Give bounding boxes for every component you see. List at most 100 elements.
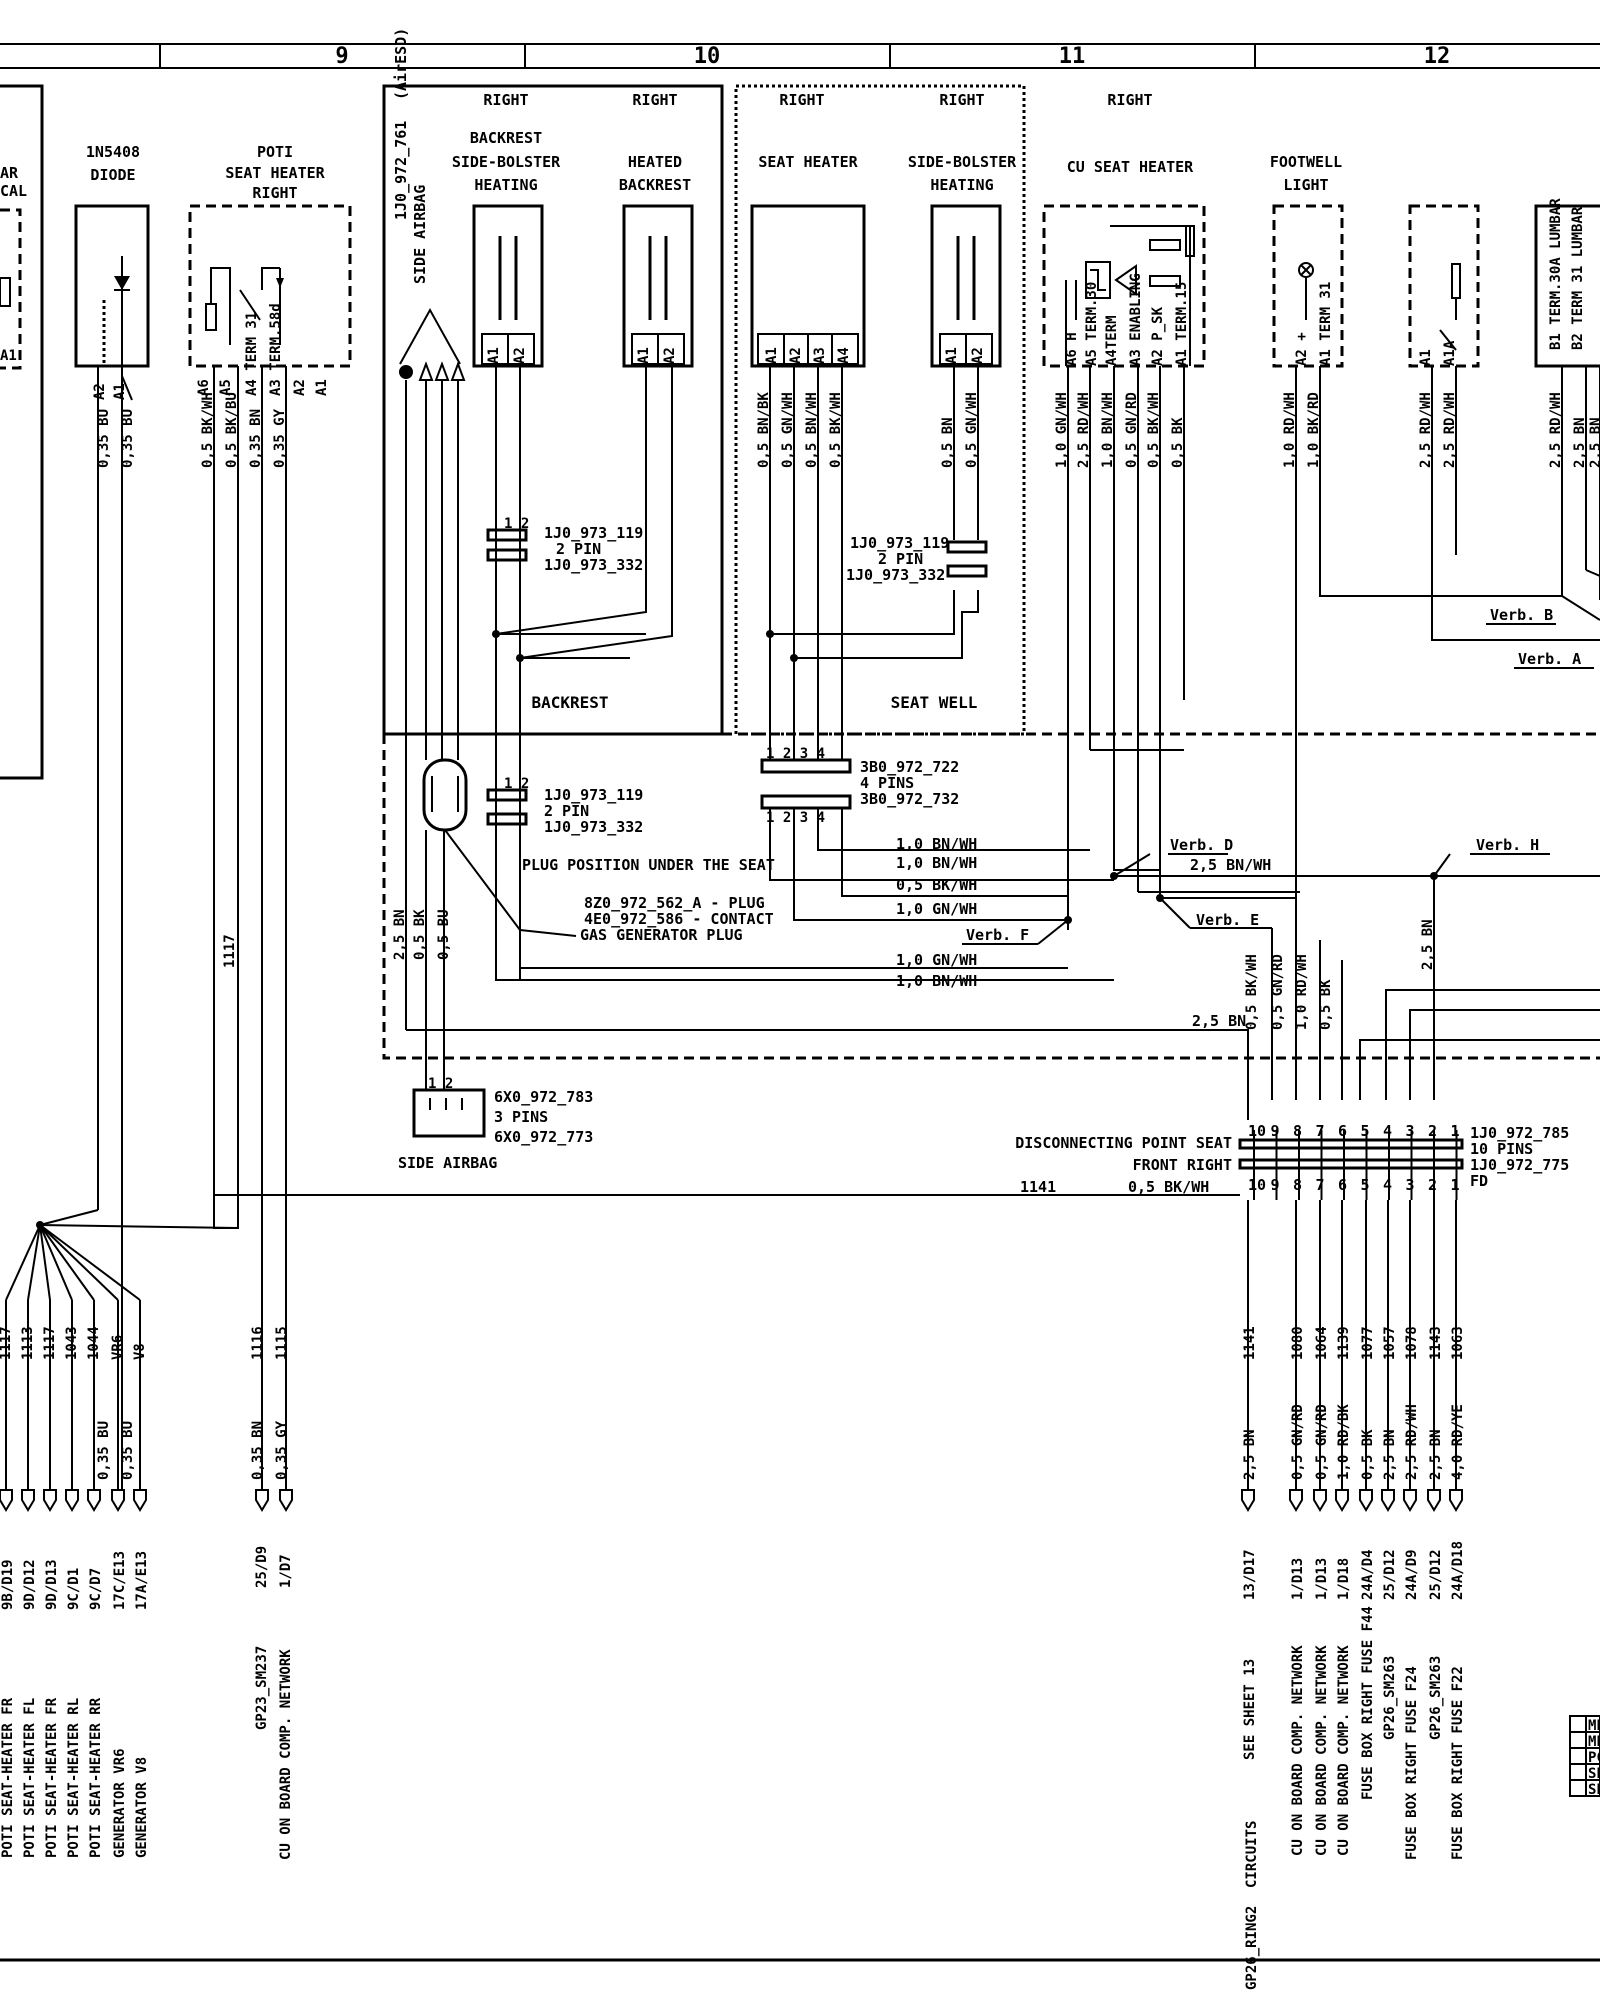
svg-text:1141: 1141 [1020,1178,1056,1196]
svg-text:0,5 BK/WH: 0,5 BK/WH [828,392,844,468]
sheet-reference: 9D/D12 [22,1559,38,1610]
svg-text:1J0_972_761: 1J0_972_761 [392,121,410,220]
terminal-arrow [1335,1489,1349,1512]
svg-text:2,5 RD/WH: 2,5 RD/WH [1418,392,1434,468]
terminal-arrow [1403,1489,1417,1512]
svg-text:FRONT RIGHT: FRONT RIGHT [1133,1156,1232,1174]
svg-text:A3: A3 [812,347,828,364]
verb-h: Verb. H [1476,836,1539,854]
svg-text:6X0_972_773: 6X0_972_773 [494,1128,593,1146]
connector-seat-c4: 1 2 3 4 1 2 3 4 3B0_972_722 4 PINS 3B0_9… [760,746,959,826]
svg-text:0,35 BU: 0,35 BU [120,409,136,468]
wire-number: 1117 [0,1326,14,1360]
terminal-arrow [1381,1489,1395,1512]
svg-text:4E0_972_586 - CONTACT: 4E0_972_586 - CONTACT [584,910,774,928]
svg-text:GAS GENERATOR PLUG: GAS GENERATOR PLUG [580,926,743,944]
terminal-arrow [21,1489,35,1512]
pin-number: 4 [1383,1176,1392,1194]
svg-text:3 PINS: 3 PINS [494,1108,548,1126]
column-label: 10 [694,44,721,69]
svg-text:2,5 RD/WH: 2,5 RD/WH [1442,392,1458,468]
destination-label: POTI SEAT-HEATER FL [22,1698,38,1858]
destination-label: GENERATOR VR6 [112,1748,128,1858]
svg-text:A1: A1 [944,347,960,364]
verb-d: Verb. D [1170,836,1233,854]
svg-text:A1A: A1A [1442,340,1458,366]
wire-spec: 4,0 RD/YE [1450,1404,1466,1480]
destination-label: FUSE BOX RIGHT FUSE F44 [1360,1606,1376,1800]
wire-spec: 0,5 BK [1360,1429,1376,1480]
svg-text:1,0 BN/WH: 1,0 BN/WH [896,835,977,853]
wire-number: 1063 [1450,1326,1466,1360]
terminal-arrow [1359,1489,1373,1512]
sheet-reference: 24A/D4 [1360,1549,1376,1600]
destination-label: POTI SEAT-HEATER RR [88,1697,104,1858]
destination-label: GENERATOR V8 [134,1757,150,1858]
pin-number: 6 [1338,1122,1347,1140]
backrest-label: BACKREST [531,693,608,712]
pin-number: 5 [1361,1122,1370,1140]
seat-well-region: SEAT WELL [734,84,1026,736]
svg-text:2 PIN: 2 PIN [878,550,923,568]
svg-text:2,5 BN: 2,5 BN [392,909,408,960]
svg-text:A3 ENABLING: A3 ENABLING [1128,273,1144,366]
sheet-reference: 17C/E13 [112,1551,128,1610]
svg-text:2,5 BN: 2,5 BN [1572,417,1588,468]
destination-label: CU ON BOARD COMP. NETWORK [278,1649,294,1860]
column-label: 12 [1424,44,1451,69]
svg-text:1 2: 1 2 [428,1076,453,1092]
footwell-light: FOOTWELL LIGHT A2 + A1 TERM 31 1,0 RD/WH… [1270,153,1344,1100]
bundle-left [5,1209,239,1301]
svg-text:A1 TERM.15: A1 TERM.15 [1174,282,1190,366]
terminal-arrow [65,1489,79,1512]
svg-text:0,35 BU: 0,35 BU [96,409,112,468]
svg-text:1,0 BN/WH: 1,0 BN/WH [1100,392,1116,468]
wire-number: 1043 [64,1326,80,1360]
pin-number: 3 [1406,1176,1415,1194]
seat-side-bolster-heating: RIGHT SIDE-BOLSTER HEATING A1 A2 0,5 BN … [766,91,1017,662]
verb-e: Verb. E [1196,911,1259,929]
svg-text:2,5 BN: 2,5 BN [1588,417,1600,468]
backrest-region: 1J0_972_761 (AirESD) SIDE AIRBAG BACKRES… [382,28,724,736]
terminal-arrow [255,1489,269,1512]
svg-text:1J0_973_119: 1J0_973_119 [544,786,643,804]
verb-f: Verb. F [966,926,1029,944]
destination-label: CU ON BOARD COMP. NETWORK [1314,1645,1330,1856]
svg-text:10 PINS: 10 PINS [1470,1140,1533,1158]
svg-text:0,35 BN: 0,35 BN [248,409,264,468]
destination-label: CU ON BOARD COMP. NETWORK [1336,1645,1352,1856]
svg-text:0,35 GY: 0,35 GY [272,408,288,468]
svg-text:HEATING: HEATING [474,176,537,194]
pin-number: 10 [1248,1176,1266,1194]
svg-text:A6 H: A6 H [1064,332,1080,366]
svg-text:DISCONNECTING POINT SEAT: DISCONNECTING POINT SEAT [1015,1134,1232,1152]
pin-number: 10 [1248,1122,1266,1140]
wire-number: 1064 [1314,1326,1330,1360]
pin-number: 4 [1383,1122,1392,1140]
wire-number: 1057 [1382,1326,1398,1360]
svg-text:SEAT HEATER: SEAT HEATER [758,153,858,171]
airbag-gas-generator-plug: 8Z0_972_562_A - PLUG 4E0_972_586 - CONTA… [392,758,774,1090]
svg-text:1J0_973_119: 1J0_973_119 [850,534,949,552]
switch-box: A1 A1A 2,5 RD/WH 2,5 RD/WH [1408,204,1480,596]
svg-text:A1: A1 [636,347,652,364]
pin-number: 5 [1361,1176,1370,1194]
svg-text:A2: A2 [512,347,528,364]
svg-text:BACKREST: BACKREST [619,176,691,194]
svg-text:SIDE AIRBAG: SIDE AIRBAG [398,1154,497,1172]
partial-left-component: AR CAL A1 [0,84,44,780]
terminal-arrow [0,1489,13,1512]
svg-text:1J0_972_775: 1J0_972_775 [1470,1156,1569,1174]
svg-text:LIGHT: LIGHT [1283,176,1328,194]
svg-text:0,5 GN/WH: 0,5 GN/WH [964,392,980,468]
svg-text:SIDE AIRBAG: SIDE AIRBAG [411,185,429,284]
svg-text:RIGHT: RIGHT [939,91,984,109]
terminal-arrow [133,1489,147,1512]
wire-number: 1117 [42,1326,58,1360]
svg-text:0,5 GN/WH: 0,5 GN/WH [780,392,796,468]
pin-number: 3 [1406,1122,1415,1140]
pin-number: 8 [1293,1122,1302,1140]
svg-text:0,5 BK: 0,5 BK [1170,417,1186,468]
